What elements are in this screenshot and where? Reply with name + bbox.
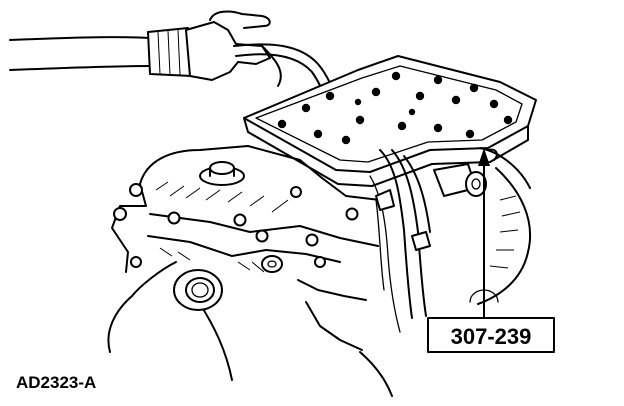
valve-body-plate [243,55,537,187]
callout-arrow [469,148,499,319]
transmission-case [107,145,532,397]
case-bolts [113,183,359,268]
housing-stud [199,161,245,186]
callout-label-box: 307-239 [427,317,555,353]
figure-id: AD2323-A [16,373,96,392]
wiring-harness [369,148,498,333]
output-port [173,269,223,311]
fitting [261,255,283,273]
valve-body-bolts [277,71,513,145]
tool-callout-label: 307-239 [451,324,532,349]
